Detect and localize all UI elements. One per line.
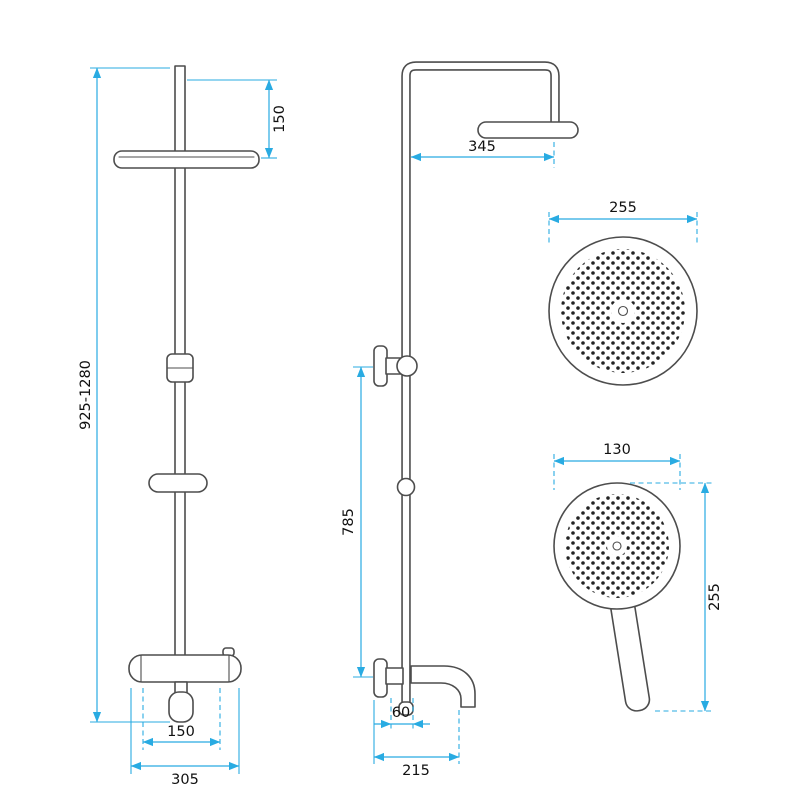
dim-label-mixer-width: 305 [171, 772, 199, 788]
side-dimensions: 345 785 60 215 [341, 139, 555, 779]
side-overhead-shower-plate [477, 121, 579, 139]
overhead-shower-top-view: 255 [548, 200, 698, 386]
front-dimensions: 925-1280 150 150 305 [78, 67, 288, 788]
front-soap-dish [148, 473, 208, 493]
dim-label-wall-offset: 60 [392, 705, 410, 721]
front-overhead-shower-plate [113, 150, 260, 169]
dim-label-head-diameter: 255 [609, 200, 637, 216]
dim-label-head-drop: 150 [272, 105, 288, 133]
hand-shower-dimensions: 130 255 [553, 442, 723, 712]
side-pipe-bore [402, 62, 559, 702]
side-pipe-outline [401, 61, 560, 702]
dim-label-hand-length: 255 [707, 583, 723, 611]
overhead-shower-center-cap [617, 305, 629, 317]
dim-label-hand-width: 130 [603, 442, 631, 458]
side-lower-wall-bracket [373, 658, 388, 698]
side-lower-bracket-arm [385, 667, 404, 685]
side-view: 345 785 60 215 [341, 61, 579, 779]
side-bath-spout [410, 665, 476, 708]
hand-shower-center-cap [612, 541, 622, 551]
dim-label-spout-reach: 215 [402, 763, 430, 779]
dim-label-head-reach: 345 [468, 139, 496, 155]
side-diverter-knob [396, 355, 418, 377]
front-handset-holder [168, 691, 194, 723]
hand-shower-view: 130 255 [553, 442, 723, 712]
dim-label-mount-spacing: 785 [341, 508, 357, 536]
side-upper-wall-bracket [373, 345, 388, 387]
dim-label-outlet-spacing: 150 [167, 724, 195, 740]
overhead-dimensions: 255 [548, 200, 698, 246]
front-view: 925-1280 150 150 305 [78, 65, 288, 788]
side-pipe-connector [396, 477, 416, 497]
dim-label-total-height: 925-1280 [78, 360, 94, 430]
front-thermostatic-mixer [128, 654, 242, 683]
